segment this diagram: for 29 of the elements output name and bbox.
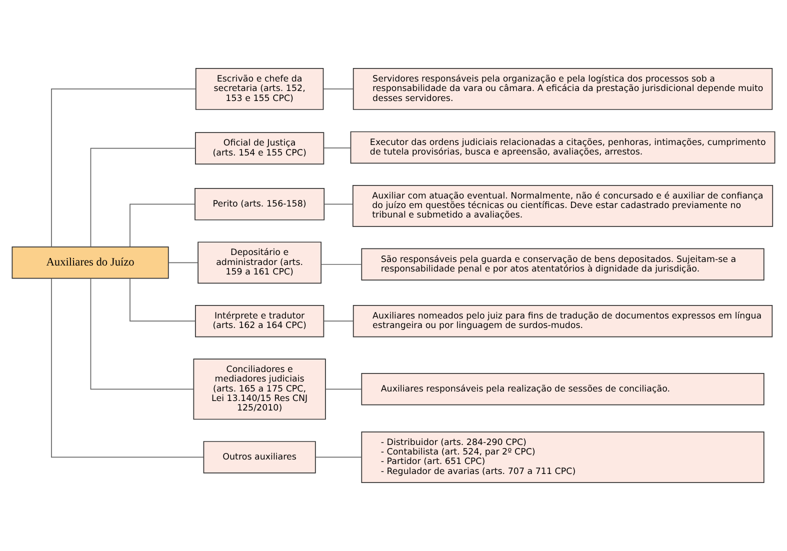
connector xyxy=(130,278,196,322)
node-box: Auxiliares nomeados pelo juiz para fins de tradução de documentos expressos em língua estrangeira ou por linguagem de surdos-mudos. xyxy=(352,304,773,338)
connector xyxy=(323,147,352,148)
connector xyxy=(324,204,354,205)
connector xyxy=(168,262,198,264)
connector xyxy=(323,320,354,322)
node-box: Auxiliar com atuação eventual. Normalmente, não é concursado e é auxiliar de confiança do juízo em questões técnicas ou científicas. Deve estar cadastrado previamente no tribunal e submetido a avaliações. xyxy=(352,184,774,227)
connector xyxy=(320,264,362,265)
node-box: Conciliadores e mediadores judiciais (arts. 165 a 175 CPC, Lei 13.140/15 Res CNJ 125/2010) xyxy=(193,358,326,420)
node-box: Outros auxiliares xyxy=(203,441,316,474)
node-box: Servidores responsáveis pela organização e pela logística dos processos sob a responsabilidade da vara ou câmara. A eficácia da prestação jurisdicional depende muito desses servidores. xyxy=(352,68,773,110)
node-box: Auxiliares responsáveis pela realização de sessões de conciliação. xyxy=(361,373,764,406)
node-box: São responsáveis pela guarda e conservação de bens depositados. Sujeitam-se a responsabilidade penal e por atos atentatórios à dignidade da jurisdição. xyxy=(361,248,764,281)
connector xyxy=(90,148,196,248)
connector xyxy=(51,88,196,248)
node-box: Depositário e administrador (arts. 159 a 161 CPC) xyxy=(198,242,322,284)
node-box: Executor das ordens judiciais relacionadas a citações, penhoras, intimações, cumprimento de tutela provisórias, busca e apreensão, avaliações, arrestos. xyxy=(350,131,776,164)
node-box: Perito (arts. 156-158) xyxy=(194,188,325,220)
connector xyxy=(325,388,362,390)
connector xyxy=(90,278,194,390)
node-box: - Distribuidor (arts. 284-290 CPC) - Contabilista (art. 524, par 2º CPC) - Partidor (art. 651 CPC) - Regulador de avarias (arts. 707 a 711 CPC) xyxy=(361,431,764,483)
node-box: Oficial de Justiça (arts. 154 e 155 CPC) xyxy=(195,132,324,164)
node-box: Intérprete e tradutor (arts. 162 a 164 CPC) xyxy=(195,304,324,338)
connector xyxy=(130,204,196,248)
node-box: Escrivão e chefe da secretaria (arts. 152, 153 e 155 CPC) xyxy=(195,68,324,110)
connector xyxy=(315,456,362,458)
connector xyxy=(323,88,354,90)
node-box: Auxiliares do Juízo xyxy=(12,246,169,279)
connector xyxy=(51,278,204,458)
